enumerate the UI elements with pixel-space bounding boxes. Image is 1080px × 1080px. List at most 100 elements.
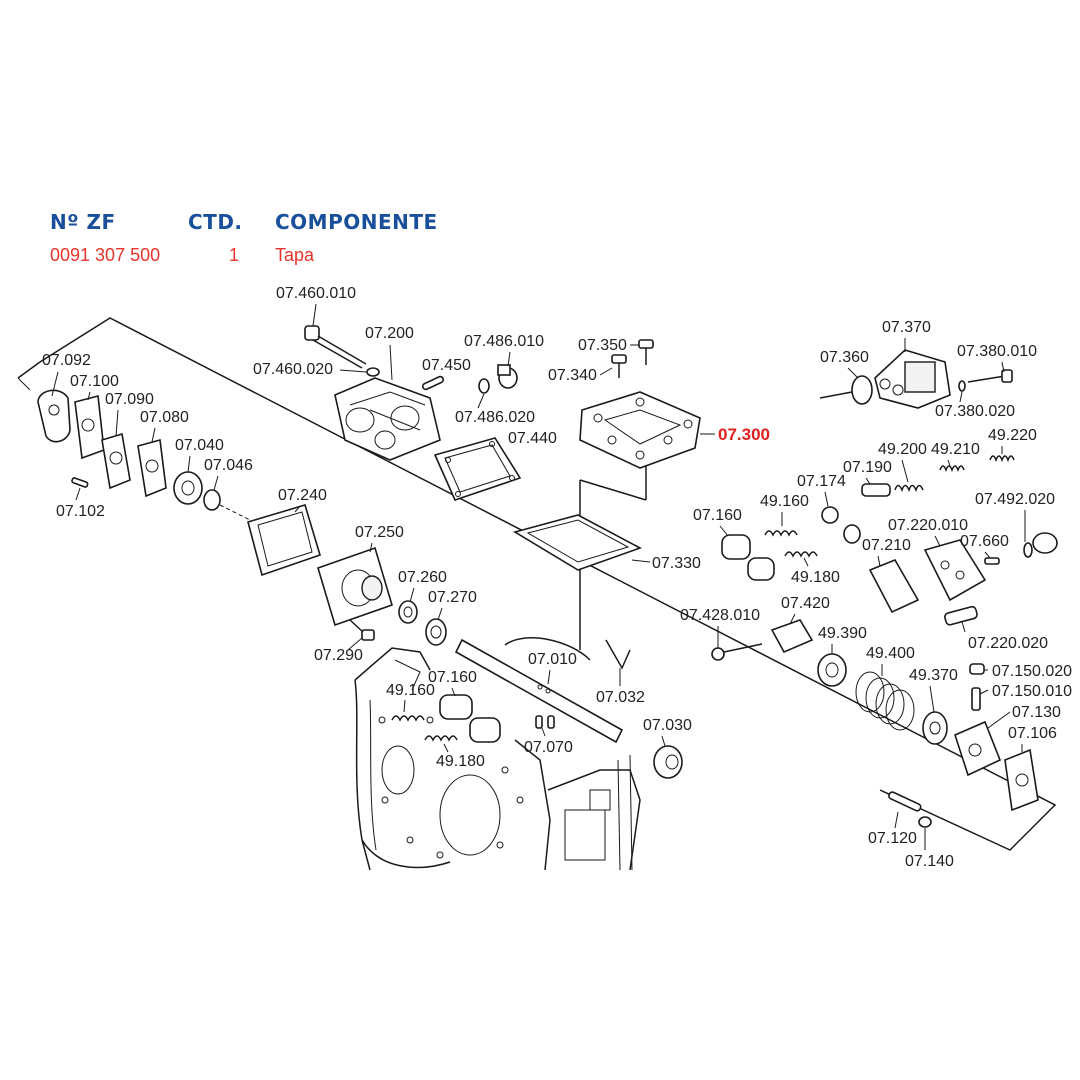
part-07-428-010-screw [711, 643, 763, 661]
label-07-486-010: 07.486.010 [464, 333, 544, 350]
label-07-330: 07.330 [652, 555, 701, 572]
label-49-180-a: 49.180 [436, 753, 485, 770]
part-07-270-bearing [425, 618, 447, 646]
part-07-460-010-bolt [304, 325, 367, 369]
label-07-174: 07.174 [797, 473, 846, 490]
label-07-046: 07.046 [204, 457, 253, 474]
part-07-492-020-sensor [1023, 532, 1058, 558]
label-07-460-010: 07.460.010 [276, 285, 356, 302]
part-07-330-gasket [512, 514, 642, 571]
frame-tick [17, 377, 31, 391]
part-07-010-shaft [454, 638, 624, 744]
part-07-080-plate [137, 438, 167, 498]
part-07-032-clip [605, 639, 631, 670]
part-07-240-gasket [247, 504, 321, 577]
label-07-250: 07.250 [355, 524, 404, 541]
part-49-180-spring-a [424, 735, 458, 742]
label-07-040: 07.040 [175, 437, 224, 454]
label-07-010: 07.010 [528, 651, 577, 668]
label-07-370: 07.370 [882, 319, 931, 336]
label-07-190: 07.190 [843, 459, 892, 476]
label-07-090: 07.090 [105, 391, 154, 408]
part-07-120-rod [888, 791, 922, 812]
label-49-200: 49.200 [878, 441, 927, 458]
part-07-380-020-washer [958, 380, 966, 392]
label-07-130: 07.130 [1012, 704, 1061, 721]
part-07-350-screw [638, 339, 654, 365]
label-07-300: 07.300 [718, 425, 770, 444]
label-07-340: 07.340 [548, 367, 597, 384]
part-07-102-pin [71, 477, 89, 488]
label-07-420: 07.420 [781, 595, 830, 612]
label-07-486-020: 07.486.020 [455, 409, 535, 426]
part-07-090-plate [101, 432, 131, 490]
label-07-106: 07.106 [1008, 725, 1057, 742]
label-07-032: 07.032 [596, 689, 645, 706]
label-07-150-010: 07.150.010 [992, 683, 1072, 700]
part-07-106-plate [1004, 748, 1039, 812]
label-07-492-020: 07.492.020 [975, 491, 1055, 508]
part-07-250-cover [317, 546, 393, 627]
part-49-200-spring [894, 484, 924, 493]
label-07-460-020: 07.460.020 [253, 361, 333, 378]
part-49-160-spring-b [764, 530, 798, 537]
column-header-quantity: CTD. [188, 210, 243, 234]
axis-line-left [219, 504, 251, 521]
part-49-400-spring-pack [855, 671, 915, 731]
part-07-340-screw [611, 354, 627, 378]
part-07-210-gasket [868, 558, 920, 614]
part-07-070-pins [535, 715, 555, 729]
label-07-290: 07.290 [314, 647, 363, 664]
part-number-value: 0091 307 500 [50, 245, 161, 265]
part-07-140-cap [918, 816, 932, 828]
label-07-220-020: 07.220.020 [968, 635, 1048, 652]
label-07-160-a: 07.160 [428, 669, 477, 686]
part-07-160-piston-b [721, 524, 861, 581]
label-07-380-020: 07.380.020 [935, 403, 1015, 420]
part-07-030-bearing [653, 745, 683, 779]
part-49-180-spring-b [784, 551, 818, 558]
part-07-046-seal [203, 489, 221, 511]
part-49-210-spring [939, 465, 965, 473]
label-07-260: 07.260 [398, 569, 447, 586]
part-07-486-010-sensor [478, 364, 518, 394]
label-07-160-b: 07.160 [693, 507, 742, 524]
part-49-370-disc [922, 711, 948, 745]
part-07-040-piston [173, 471, 203, 505]
part-07-174-ball [821, 506, 839, 524]
leader-07-360 [819, 391, 853, 399]
part-49-390-disc [817, 653, 847, 687]
quantity-value: 1 [229, 245, 240, 265]
label-07-092: 07.092 [42, 352, 91, 369]
label-07-200: 07.200 [365, 325, 414, 342]
component-value: Tapa [275, 245, 315, 265]
part-07-010-outline [504, 637, 591, 661]
label-07-660: 07.660 [960, 533, 1009, 550]
part-07-460-020-washer [366, 367, 380, 377]
label-07-450: 07.450 [422, 357, 471, 374]
label-07-100: 07.100 [70, 373, 119, 390]
part-07-440-gasket [433, 437, 522, 501]
label-49-220: 49.220 [988, 427, 1037, 444]
label-07-270: 07.270 [428, 589, 477, 606]
label-07-220-010: 07.220.010 [888, 517, 968, 534]
label-07-070: 07.070 [524, 739, 573, 756]
leader-07-300-link [579, 479, 647, 501]
label-07-080: 07.080 [140, 409, 189, 426]
label-07-030: 07.030 [643, 717, 692, 734]
label-07-380-010: 07.380.010 [957, 343, 1037, 360]
label-07-140: 07.140 [905, 853, 954, 870]
label-07-440: 07.440 [508, 430, 557, 447]
part-07-092-housing [37, 389, 71, 443]
label-07-102: 07.102 [56, 503, 105, 520]
part-07-370-valve-block [874, 349, 951, 409]
column-header-component: COMPONENTE [275, 210, 438, 234]
transmission-housing [354, 647, 641, 871]
label-49-390: 49.390 [818, 625, 867, 642]
label-07-150-020: 07.150.020 [992, 663, 1072, 680]
part-07-150-nut-bolt [969, 663, 985, 711]
column-header-part-number: Nº ZF [50, 210, 116, 234]
part-07-420-bracket [770, 619, 814, 654]
label-49-160-a: 49.160 [386, 682, 435, 699]
